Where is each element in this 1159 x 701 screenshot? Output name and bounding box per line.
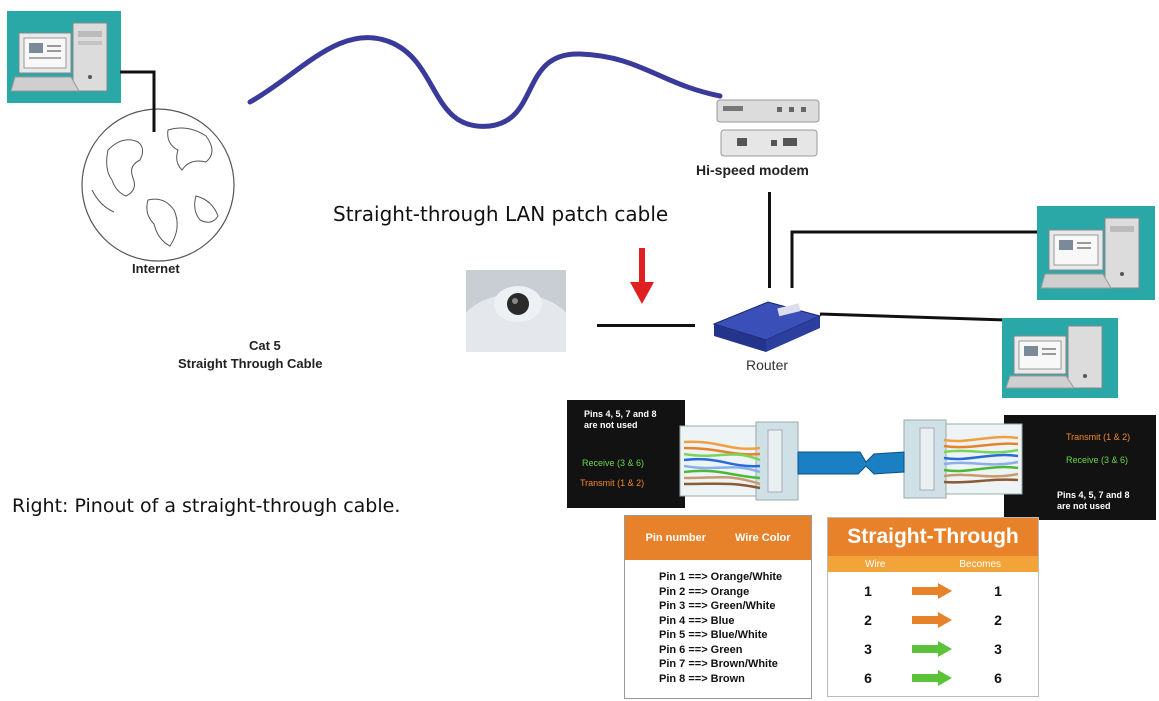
pin-row: Pin 8 ==> Brown [659,672,745,685]
internet-cable [247,35,723,129]
orange-arrow-icon [912,582,952,599]
pin-color-table: Pin number Wire Color Pin 1 ==> Orange/W… [624,515,812,699]
modem-label: Hi-speed modem [696,162,809,178]
green-arrow-icon [912,640,952,657]
modem-icon [716,99,820,157]
straight-through-table: Straight-Through Wire Becomes 1 1 2 2 3 … [827,517,1039,697]
red-down-arrow-icon [630,248,654,304]
wire-from: 6 [864,669,872,686]
pc-to-globe-cable [120,70,156,132]
wire-to: 2 [994,611,1002,628]
pin-row: Pin 6 ==> Green [659,643,743,656]
receive-right-label: Receive (3 & 6) [1066,455,1129,465]
computer-icon [1040,217,1140,289]
computer-right-top [1037,206,1155,300]
internet-label: Internet [132,261,180,276]
wire-from: 1 [864,582,872,599]
pin-row: Pin 5 ==> Blue/White [659,629,768,641]
mapping-row: 3 3 [828,634,1038,663]
cat5-label-line1: Cat 5 [249,338,281,353]
pin-row: Pin 7 ==> Brown/White [659,658,778,670]
pin-table-header: Pin number Wire Color [625,516,811,560]
wire-to: 3 [994,640,1002,657]
modem-to-router-cable [768,192,771,288]
wire-to: 6 [994,669,1002,686]
wire-col-header: Wire [864,558,886,570]
modem [715,96,823,162]
pin-number-header: Pin number [645,532,706,544]
transmit-right-label: Transmit (1 & 2) [1066,432,1131,442]
receive-left-label: Receive (3 & 6) [582,458,645,468]
straight-through-title: Straight-Through [828,518,1038,556]
orange-arrow-icon [912,611,952,628]
pin-row: Pin 2 ==> Orange [659,585,750,598]
computer-internet [7,11,121,103]
left-note-line2: are not used [584,420,638,430]
right-note-line1: Pins 4, 5, 7 and 8 [1057,490,1130,500]
green-arrow-icon [912,669,952,686]
pin-row: Pin 1 ==> Orange/White [659,571,783,583]
connector-panel-left [567,400,685,508]
router-icon [712,301,822,352]
camera-icon [458,286,574,370]
mapping-row: 2 2 [828,605,1038,634]
mapping-row: 1 1 [828,576,1038,605]
computer-right-bottom [1002,318,1118,398]
pinout-caption: Right: Pinout of a straight-through cabl… [12,495,401,517]
wire-from: 2 [864,611,872,628]
cable-connector-illustration [679,419,1023,501]
transmit-left-label: Transmit (1 & 2) [580,478,645,488]
right-note-line2: are not used [1057,501,1111,511]
connector-panel-right [1004,415,1156,520]
wire-color-header: Wire Color [734,532,791,544]
router-label: Router [746,357,789,373]
mapping-row: 6 6 [828,663,1038,692]
becomes-col-header: Becomes [959,558,1002,570]
computer-icon [1005,325,1103,389]
computer-icon [10,22,108,92]
straight-through-subheader: Wire Becomes [828,556,1038,572]
wire-from: 3 [864,640,872,657]
patch-cable-caption: Straight-through LAN patch cable [333,202,669,226]
pin-row: Pin 4 ==> Blue [659,614,735,627]
camera-to-router-cable [597,324,695,327]
wire-to: 1 [994,582,1002,599]
left-note-line1: Pins 4, 5, 7 and 8 [584,409,657,419]
pin-list: Pin 1 ==> Orange/White Pin 2 ==> Orange … [625,560,811,686]
pin-row: Pin 3 ==> Green/White [659,600,776,612]
router-to-pcs-cables [790,230,1038,322]
cat5-label-line2: Straight Through Cable [178,356,323,371]
network-camera [458,270,574,370]
internet-globe-icon [81,108,235,262]
